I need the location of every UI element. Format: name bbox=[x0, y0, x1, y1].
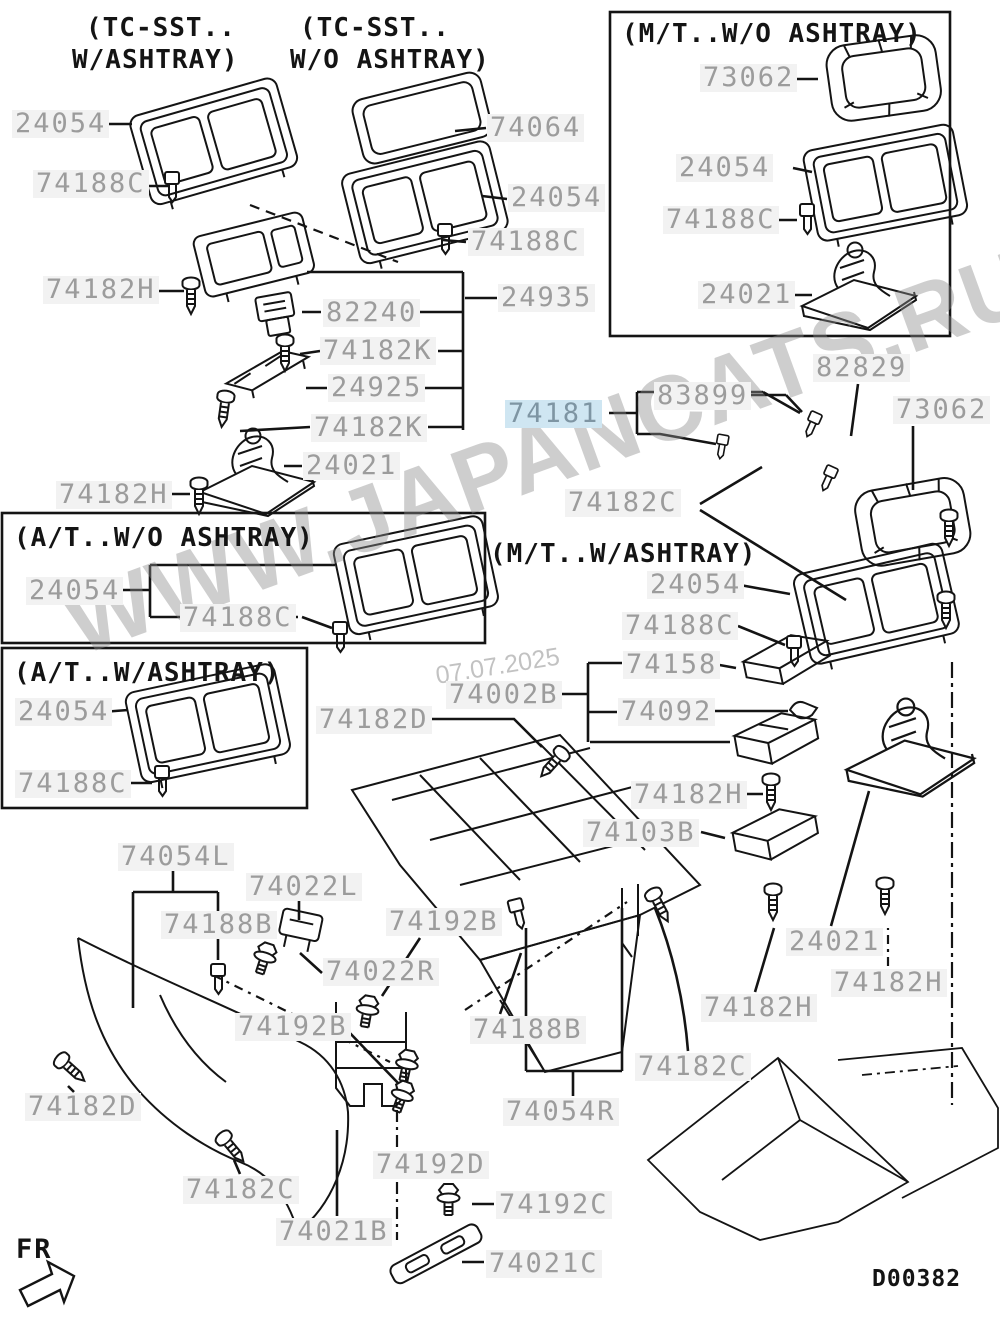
part-label-24935-12[interactable]: 24935 bbox=[498, 284, 596, 312]
part-label-74092-29[interactable]: 74092 bbox=[618, 698, 716, 726]
part-label-24054-26[interactable]: 24054 bbox=[647, 571, 745, 599]
part-label-73062-13[interactable]: 73062 bbox=[700, 64, 798, 92]
floor-console-right-art bbox=[646, 1047, 999, 1241]
part-label-74188c-11[interactable]: 74188C bbox=[468, 228, 584, 256]
part-label-74054l-38[interactable]: 74054L bbox=[118, 843, 234, 871]
part-label-24021-7[interactable]: 24021 bbox=[303, 452, 401, 480]
part-label-74158-28[interactable]: 74158 bbox=[623, 651, 721, 679]
part-label-74188c-23[interactable]: 74188C bbox=[180, 604, 296, 632]
fr-label: FR bbox=[16, 1234, 53, 1265]
diagram-code: D00382 bbox=[872, 1266, 962, 1292]
part-label-74021b-48[interactable]: 74021B bbox=[276, 1218, 392, 1246]
part-label-74188c-27[interactable]: 74188C bbox=[622, 612, 738, 640]
part-label-74188c-1[interactable]: 74188C bbox=[33, 170, 149, 198]
part-label-74064-9[interactable]: 74064 bbox=[487, 114, 585, 142]
part-label-74192d-49[interactable]: 74192D bbox=[373, 1151, 489, 1179]
part-label-74192b-43[interactable]: 74192B bbox=[235, 1013, 351, 1041]
part-label-74188b-40[interactable]: 74188B bbox=[161, 911, 277, 939]
part-label-74182d-31[interactable]: 74182D bbox=[316, 706, 432, 734]
section-header-2: (TC-SST.. bbox=[300, 13, 450, 43]
bracket-74022-art bbox=[278, 907, 324, 953]
part-label-74022l-39[interactable]: 74022L bbox=[246, 873, 362, 901]
section-header-5: (A/T..W/O ASHTRAY) bbox=[14, 523, 314, 553]
part-label-74182h-2[interactable]: 74182H bbox=[43, 276, 159, 304]
part-label-74022r-42[interactable]: 74022R bbox=[323, 958, 439, 986]
part-label-74182k-6[interactable]: 74182K bbox=[311, 414, 427, 442]
leader-lines bbox=[67, 77, 915, 1264]
part-label-74021c-51[interactable]: 74021C bbox=[486, 1250, 602, 1278]
part-label-82240-3[interactable]: 82240 bbox=[323, 299, 421, 327]
part-label-74182d-45[interactable]: 74182D bbox=[25, 1093, 141, 1121]
part-label-83899-18[interactable]: 83899 bbox=[654, 382, 752, 410]
ashtray-holder-art bbox=[731, 712, 820, 766]
part-label-74188b-44[interactable]: 74188B bbox=[470, 1016, 586, 1044]
part-label-74182h-35[interactable]: 74182H bbox=[831, 969, 947, 997]
ashtray-cup-art bbox=[729, 808, 820, 861]
bezel-art bbox=[192, 211, 315, 303]
part-label-24925-5[interactable]: 24925 bbox=[328, 374, 426, 402]
switch-art bbox=[254, 291, 296, 337]
part-label-74182h-32[interactable]: 74182H bbox=[631, 781, 747, 809]
part-label-74182k-4[interactable]: 74182K bbox=[320, 337, 436, 365]
ashtray-cup-art bbox=[740, 634, 832, 686]
part-label-74054r-47[interactable]: 74054R bbox=[503, 1098, 619, 1126]
part-label-74182c-37[interactable]: 74182C bbox=[635, 1053, 751, 1081]
part-label-74188c-25[interactable]: 74188C bbox=[15, 770, 131, 798]
part-label-74192c-50[interactable]: 74192C bbox=[496, 1191, 612, 1219]
part-label-24054-24[interactable]: 24054 bbox=[15, 698, 113, 726]
part-label-74103b-33[interactable]: 74103B bbox=[583, 819, 699, 847]
part-label-74182c-46[interactable]: 74182C bbox=[183, 1176, 299, 1204]
part-label-74182c-21[interactable]: 74182C bbox=[565, 489, 681, 517]
section-header-4: (M/T..W/O ASHTRAY) bbox=[622, 19, 922, 49]
part-label-74181-selected[interactable]: 74181 bbox=[505, 400, 603, 428]
part-label-24054-10[interactable]: 24054 bbox=[508, 184, 606, 212]
part-label-24021-16[interactable]: 24021 bbox=[698, 281, 796, 309]
section-header-7: (M/T..W/ASHTRAY) bbox=[490, 539, 757, 569]
section-header-1: W/ASHTRAY) bbox=[72, 45, 239, 75]
part-label-73062-20[interactable]: 73062 bbox=[893, 396, 991, 424]
bracket-art bbox=[223, 350, 312, 399]
section-header-3: W/O ASHTRAY) bbox=[290, 45, 490, 75]
part-label-24054-0[interactable]: 24054 bbox=[12, 110, 110, 138]
part-label-82829-17[interactable]: 82829 bbox=[813, 354, 911, 382]
part-label-74182h-8[interactable]: 74182H bbox=[56, 481, 172, 509]
part-label-74002b-30[interactable]: 74002B bbox=[446, 681, 562, 709]
section-header-0: (TC-SST.. bbox=[86, 13, 236, 43]
section-header-6: (A/T..W/ASHTRAY) bbox=[14, 658, 281, 688]
part-label-74182h-36[interactable]: 74182H bbox=[701, 994, 817, 1022]
part-label-24054-22[interactable]: 24054 bbox=[26, 577, 124, 605]
part-label-74188c-15[interactable]: 74188C bbox=[663, 206, 779, 234]
plate-74021C-art bbox=[389, 1223, 483, 1285]
part-label-24054-14[interactable]: 24054 bbox=[676, 154, 774, 182]
fr-direction-arrow-icon bbox=[18, 1259, 76, 1308]
part-label-74192b-41[interactable]: 74192B bbox=[386, 908, 502, 936]
part-label-24021-34[interactable]: 24021 bbox=[786, 928, 884, 956]
